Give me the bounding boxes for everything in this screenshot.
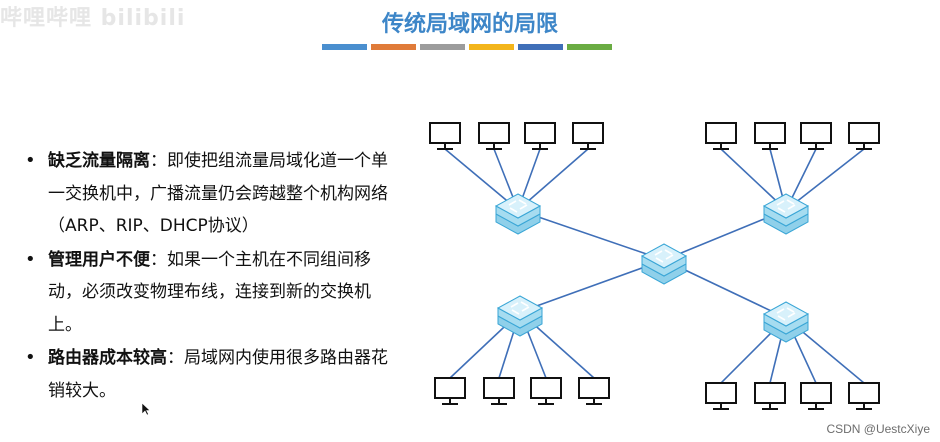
color-segment — [371, 44, 416, 50]
monitor-icon — [800, 122, 832, 150]
monitor-icon — [800, 382, 832, 410]
color-segment — [469, 44, 514, 50]
monitor-icon — [530, 377, 562, 405]
bullet-heading: 管理用户不便 — [48, 249, 150, 270]
switch-icon — [762, 301, 810, 343]
title-color-bar — [322, 44, 612, 50]
bullet-text: ：局域网内使用很多路由器花销较大。 — [48, 348, 388, 401]
bullet-list: 缺乏流量隔离：即使把组流量局域化道一个单一交换机中，广播流量仍会跨越整个机构网络… — [22, 145, 392, 408]
bullet-item: 路由器成本较高：局域网内使用很多路由器花销较大。 — [22, 342, 392, 407]
switch-icon — [494, 193, 542, 235]
monitor-icon — [754, 382, 786, 410]
bullet-heading: 缺乏流量隔离 — [48, 151, 150, 171]
color-segment — [322, 44, 367, 50]
bullet-item: 管理用户不便：如果一个主机在不同组间移动，必须改变物理布线，连接到新的交换机上。 — [22, 244, 392, 342]
color-segment — [518, 44, 563, 50]
monitor-icon — [483, 377, 515, 405]
switch-icon — [640, 243, 688, 285]
network-link — [517, 209, 665, 261]
monitor-icon — [429, 122, 461, 150]
monitor-icon — [705, 122, 737, 150]
monitor-icon — [848, 382, 880, 410]
slide-title: 传统局域网的局限 — [381, 12, 558, 37]
network-nodes — [429, 122, 880, 410]
bullet-text: ：如果一个主机在不同组间移动，必须改变物理布线，连接到新的交换机上。 — [48, 249, 371, 335]
monitor-icon — [848, 122, 880, 150]
monitor-icon — [578, 377, 610, 405]
bullet-heading: 路由器成本较高 — [48, 348, 167, 368]
bullet-text: ：即使把组流量局域化道一个单一交换机中，广播流量仍会跨越整个机构网络（ARP、R… — [48, 151, 388, 236]
monitor-icon — [572, 122, 604, 150]
color-segment — [567, 44, 612, 50]
monitor-icon — [434, 377, 466, 405]
monitor-icon — [524, 122, 556, 150]
monitor-icon — [754, 122, 786, 150]
color-segment — [420, 44, 465, 50]
bullet-item: 缺乏流量隔离：即使把组流量局域化道一个单一交换机中，广播流量仍会跨越整个机构网络… — [22, 145, 392, 243]
network-link — [785, 148, 865, 211]
csdn-credit: CSDN @UestcXiye — [826, 422, 930, 436]
monitor-icon — [478, 122, 510, 150]
monitor-icon — [705, 382, 737, 410]
mouse-cursor-icon — [141, 402, 151, 416]
network-link — [519, 259, 665, 313]
switch-icon — [762, 193, 810, 235]
network-link — [444, 148, 519, 211]
bilibili-watermark: 哔哩哔哩 bilibili — [0, 6, 186, 31]
switch-icon — [496, 295, 544, 337]
